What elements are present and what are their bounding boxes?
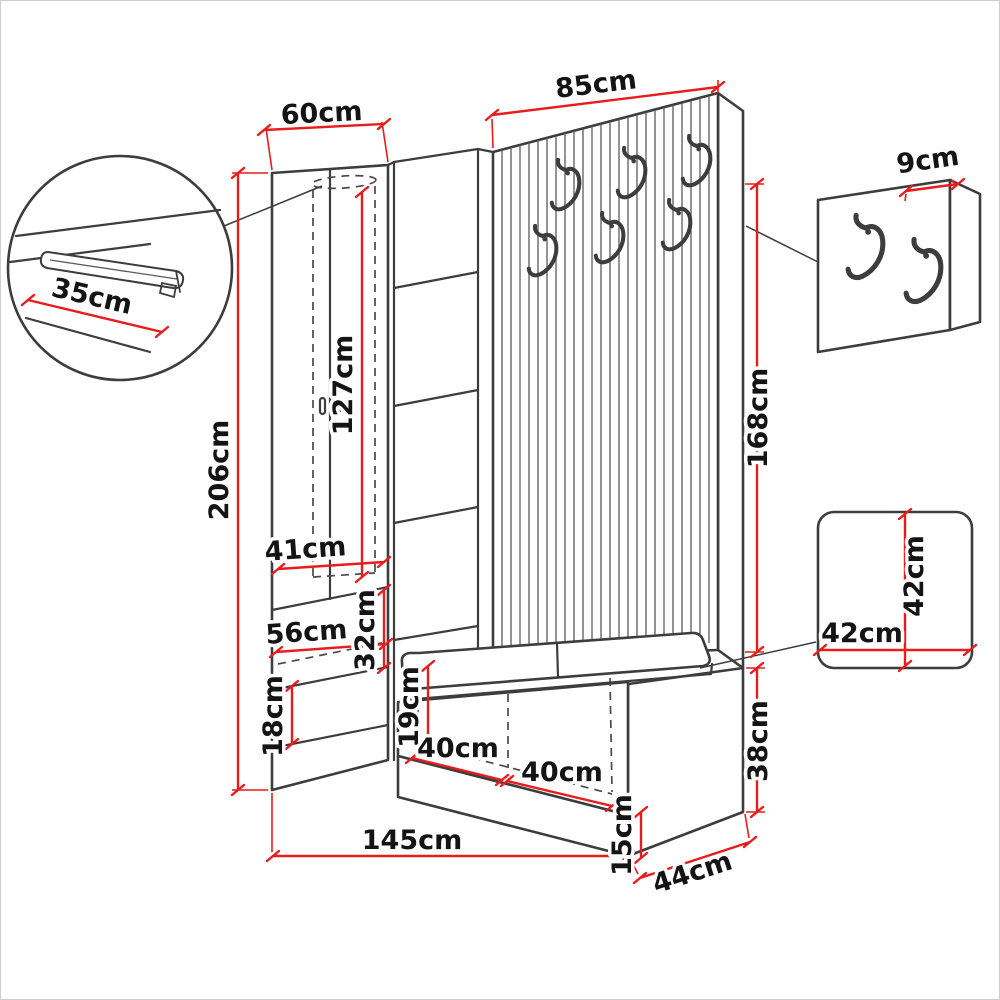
dimension-line	[265, 849, 636, 863]
seat-detail-frame	[816, 510, 974, 670]
dimension-hook-panel-depth	[898, 177, 966, 202]
dimension-line	[484, 80, 726, 122]
shelf-column-frame	[392, 147, 495, 762]
dimension-total-height	[230, 166, 268, 797]
dimension-line	[230, 166, 246, 797]
mounting-rail-inner-line	[49, 259, 178, 280]
extension-lines	[745, 183, 764, 653]
coat-panel-slats	[501, 96, 710, 657]
dim-label-shelf-space-height: 18cm	[258, 675, 289, 757]
dimension-line	[633, 805, 649, 865]
shelf-column	[392, 147, 495, 762]
dim-label-lower-inner-width: 56cm	[265, 614, 349, 651]
dim-label-lower-inner-height: 32cm	[350, 589, 381, 671]
door-handle-right	[333, 395, 342, 415]
dim-label-hook-panel-depth: 9cm	[894, 141, 961, 180]
detail-rail-circle	[6, 154, 234, 382]
dimension-line	[499, 774, 620, 813]
dimension-bench-height	[746, 661, 765, 819]
detail-hook-panel	[816, 178, 982, 354]
extension-lines	[265, 121, 389, 171]
dim-label-total-height: 206cm	[204, 420, 235, 521]
leader-line-seat-detail	[699, 641, 817, 669]
seat-width-line	[812, 643, 978, 657]
dimension-line	[749, 661, 765, 819]
dim-label-seat-width-section: 42cm	[821, 618, 903, 649]
mounting-rail	[39, 251, 185, 290]
dimension-bench-compartment-a	[404, 751, 510, 787]
dimensions: 60cm 85cm 9cm 35cm 206cm 127cm 41cm 56cm…	[20, 61, 966, 904]
dimension-bench-depth	[629, 813, 758, 885]
wardrobe	[270, 160, 396, 792]
dimension-line	[354, 185, 370, 584]
dimension-line	[404, 751, 510, 787]
dimension-hanging-height	[354, 185, 370, 584]
dim-label-bench-compartment-a: 40cm	[417, 733, 499, 764]
dim-label-plinth-height: 15cm	[607, 794, 638, 876]
hanging-rod	[311, 174, 377, 190]
bench-hidden-lines	[417, 677, 613, 795]
dimension-lower-inner-height	[376, 583, 392, 675]
dimension-line	[270, 555, 392, 576]
dim-label-bench-inner-height: 19cm	[394, 666, 425, 748]
seat-depth-line	[897, 507, 913, 673]
panel-edge-lines	[8, 208, 222, 354]
dim-label-wardrobe-width: 60cm	[280, 96, 363, 131]
door-handle-left	[318, 396, 327, 416]
wardrobe-top-connector	[386, 160, 396, 167]
dimension-shelf-space-height	[284, 679, 300, 751]
dim-label-hanging-height: 127cm	[328, 335, 359, 436]
dim-label-total-width: 145cm	[362, 825, 463, 856]
dimension-lower-inner-width	[268, 637, 394, 659]
hook-panel-front-face	[816, 178, 952, 354]
dim-label-inner-width: 41cm	[264, 531, 348, 568]
dim-label-bench-depth: 44cm	[649, 846, 736, 901]
detail-seat-size	[812, 507, 978, 673]
leader-line-rod-detail	[223, 185, 323, 227]
dimension-panel-width	[484, 80, 726, 149]
coat-panel-side-face	[716, 91, 745, 670]
dim-label-bench-compartment-b: 40cm	[521, 757, 603, 788]
bench-side-face	[626, 666, 745, 858]
dimension-panel-height	[745, 177, 765, 659]
dimension-rail-length	[20, 293, 170, 339]
bench	[396, 631, 745, 858]
dimension-wardrobe-width	[256, 117, 392, 171]
dimension-line	[284, 679, 300, 751]
dimension-line	[256, 117, 392, 137]
dim-label-panel-height: 168cm	[743, 368, 774, 469]
extension-lines	[629, 813, 750, 875]
dim-label-seat-depth: 42cm	[899, 535, 930, 617]
dimension-total-width	[265, 793, 636, 863]
dimension-inner-width	[270, 555, 392, 576]
wardrobe-hidden-lines	[277, 174, 387, 665]
dim-label-bench-height: 38cm	[743, 700, 774, 782]
dimension-line	[898, 177, 966, 198]
dimension-plinth-height	[633, 805, 649, 865]
dimension-line	[420, 659, 436, 755]
dimension-line	[376, 583, 392, 675]
dimension-bench-compartment-b	[499, 774, 620, 813]
hook-panel-side-face	[948, 178, 982, 332]
dimension-line	[749, 177, 765, 659]
dimension-bench-inner-height	[420, 659, 436, 755]
dimension-line	[632, 835, 758, 885]
shelf-lines	[392, 270, 480, 642]
coat-panel	[491, 91, 745, 670]
rail-end-bracket	[158, 270, 181, 299]
dimension-line	[268, 637, 394, 659]
seat-cushion-seam	[555, 641, 560, 679]
dimension-line	[20, 293, 170, 339]
